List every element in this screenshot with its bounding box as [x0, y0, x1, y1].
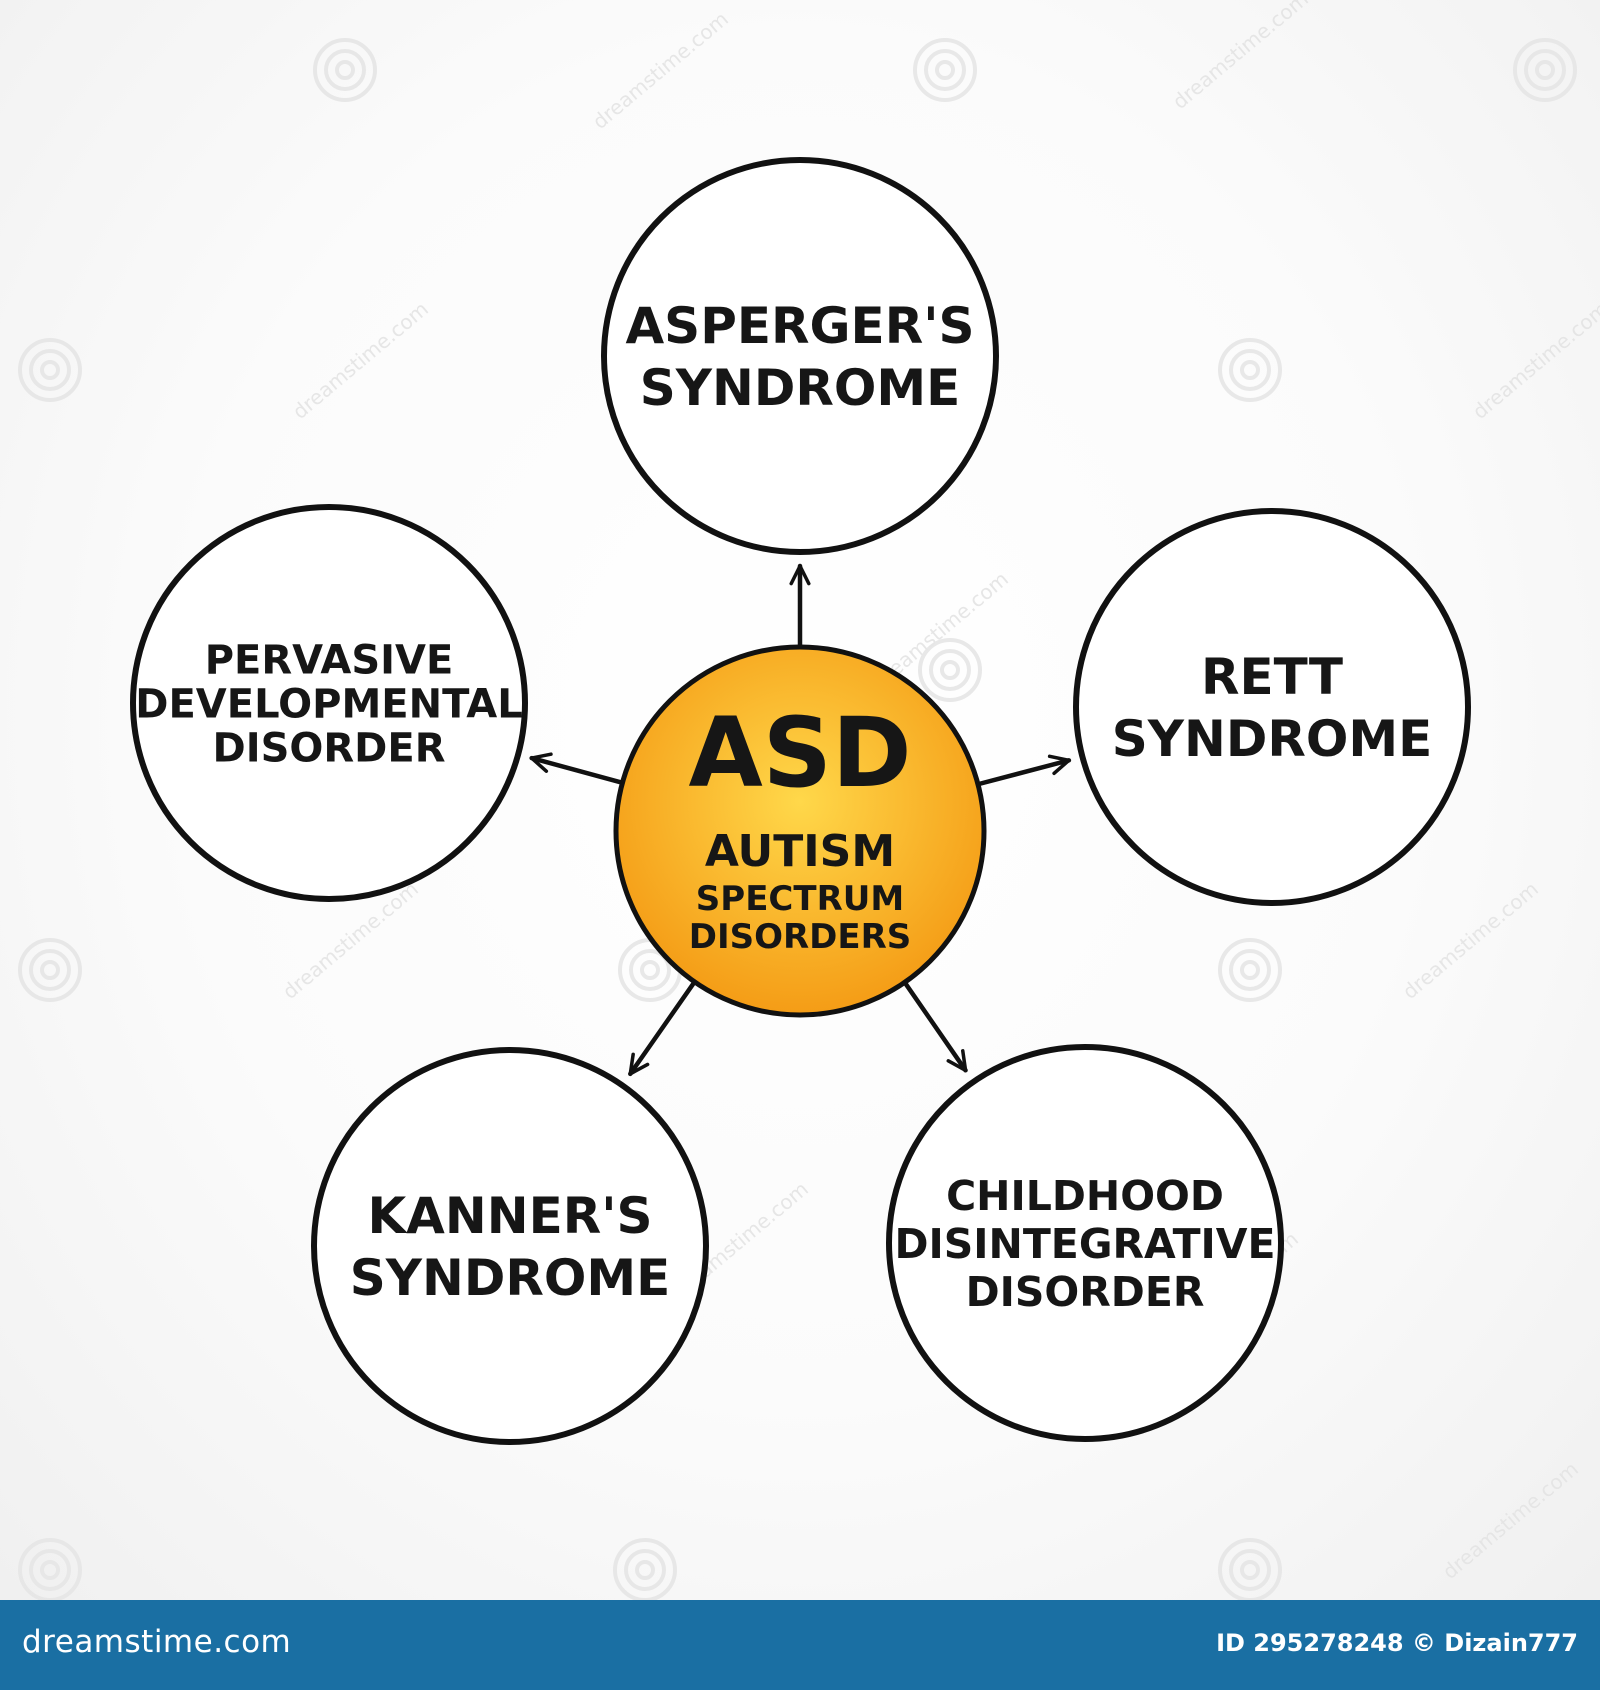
hub-abbreviation: ASD	[688, 697, 911, 809]
watermark-text: dreamstime.com	[1438, 1457, 1583, 1584]
hub-line-2: SPECTRUM	[696, 879, 904, 919]
arrow-to-childhood-disintegrative	[901, 978, 968, 1073]
node-label-line: ASPERGER'S	[625, 297, 974, 355]
node-circle	[130, 504, 528, 902]
watermark-text: dreamstime.com	[588, 7, 733, 134]
spiral-icon	[913, 38, 977, 102]
node-label-line: SYNDROME	[350, 1249, 670, 1307]
node-label-line: RETT	[1201, 648, 1343, 706]
hub-line-3: DISORDERS	[689, 917, 912, 957]
spiral-icon	[918, 638, 982, 702]
node-label-line: DISORDER	[966, 1268, 1205, 1316]
spiral-icon	[1513, 38, 1577, 102]
node-label-line: SYNDROME	[640, 359, 960, 417]
topic-nodes: ASPERGER'SSYNDROMERETTSYNDROMECHILDHOODD…	[130, 157, 1471, 1445]
spiral-icon	[1218, 338, 1282, 402]
arrow-to-rett	[973, 754, 1072, 788]
spiral-icon	[18, 1538, 82, 1600]
arrow-to-kanners	[628, 977, 699, 1077]
node-circle	[886, 1044, 1284, 1442]
node-label-line: CHILDHOOD	[946, 1172, 1224, 1220]
node-circle	[1073, 508, 1471, 906]
hub-circle	[613, 644, 987, 1018]
footer-bar: dreamstime.com ID 295278248 © Dizain777	[0, 1600, 1600, 1690]
node-label-line: SYNDROME	[1112, 710, 1432, 768]
diagram-canvas: dreamstime.com dreamstime.com dreamstime.c…	[0, 0, 1600, 1600]
node-label-line: DEVELOPMENTAL	[135, 681, 522, 727]
footer-brand[interactable]: dreamstime.com	[22, 1624, 292, 1660]
watermark-text: dreamstime.com	[288, 297, 433, 424]
node-label-line: KANNER'S	[367, 1187, 652, 1245]
node-circle	[311, 1047, 709, 1445]
watermark-text: dreamstime.com	[1168, 0, 1313, 114]
hub-line-1: AUTISM	[705, 826, 895, 877]
node-label-line: DISINTEGRATIVE	[894, 1220, 1275, 1268]
watermark-text: dreamstime.com	[1468, 297, 1600, 424]
spiral-icon	[18, 938, 82, 1002]
arrow-to-pervasive-developmental	[529, 752, 627, 786]
node-label-line: PERVASIVE	[205, 637, 454, 683]
watermark-text: dreamstime.com	[1398, 877, 1543, 1004]
spiral-icon	[613, 1538, 677, 1600]
hub-node: ASD AUTISM SPECTRUM DISORDERS	[613, 644, 987, 1018]
node-circle	[601, 157, 999, 555]
spiral-icon	[313, 38, 377, 102]
mind-map-diagram: dreamstime.com dreamstime.com dreamstime.c…	[18, 0, 1600, 1600]
footer-credit: ID 295278248 © Dizain777	[1216, 1629, 1578, 1657]
spiral-icon	[18, 338, 82, 402]
spiral-icon	[1218, 938, 1282, 1002]
node-label-line: DISORDER	[212, 725, 445, 771]
spiral-icon	[1218, 1538, 1282, 1600]
connector-arrows	[529, 563, 1072, 1077]
